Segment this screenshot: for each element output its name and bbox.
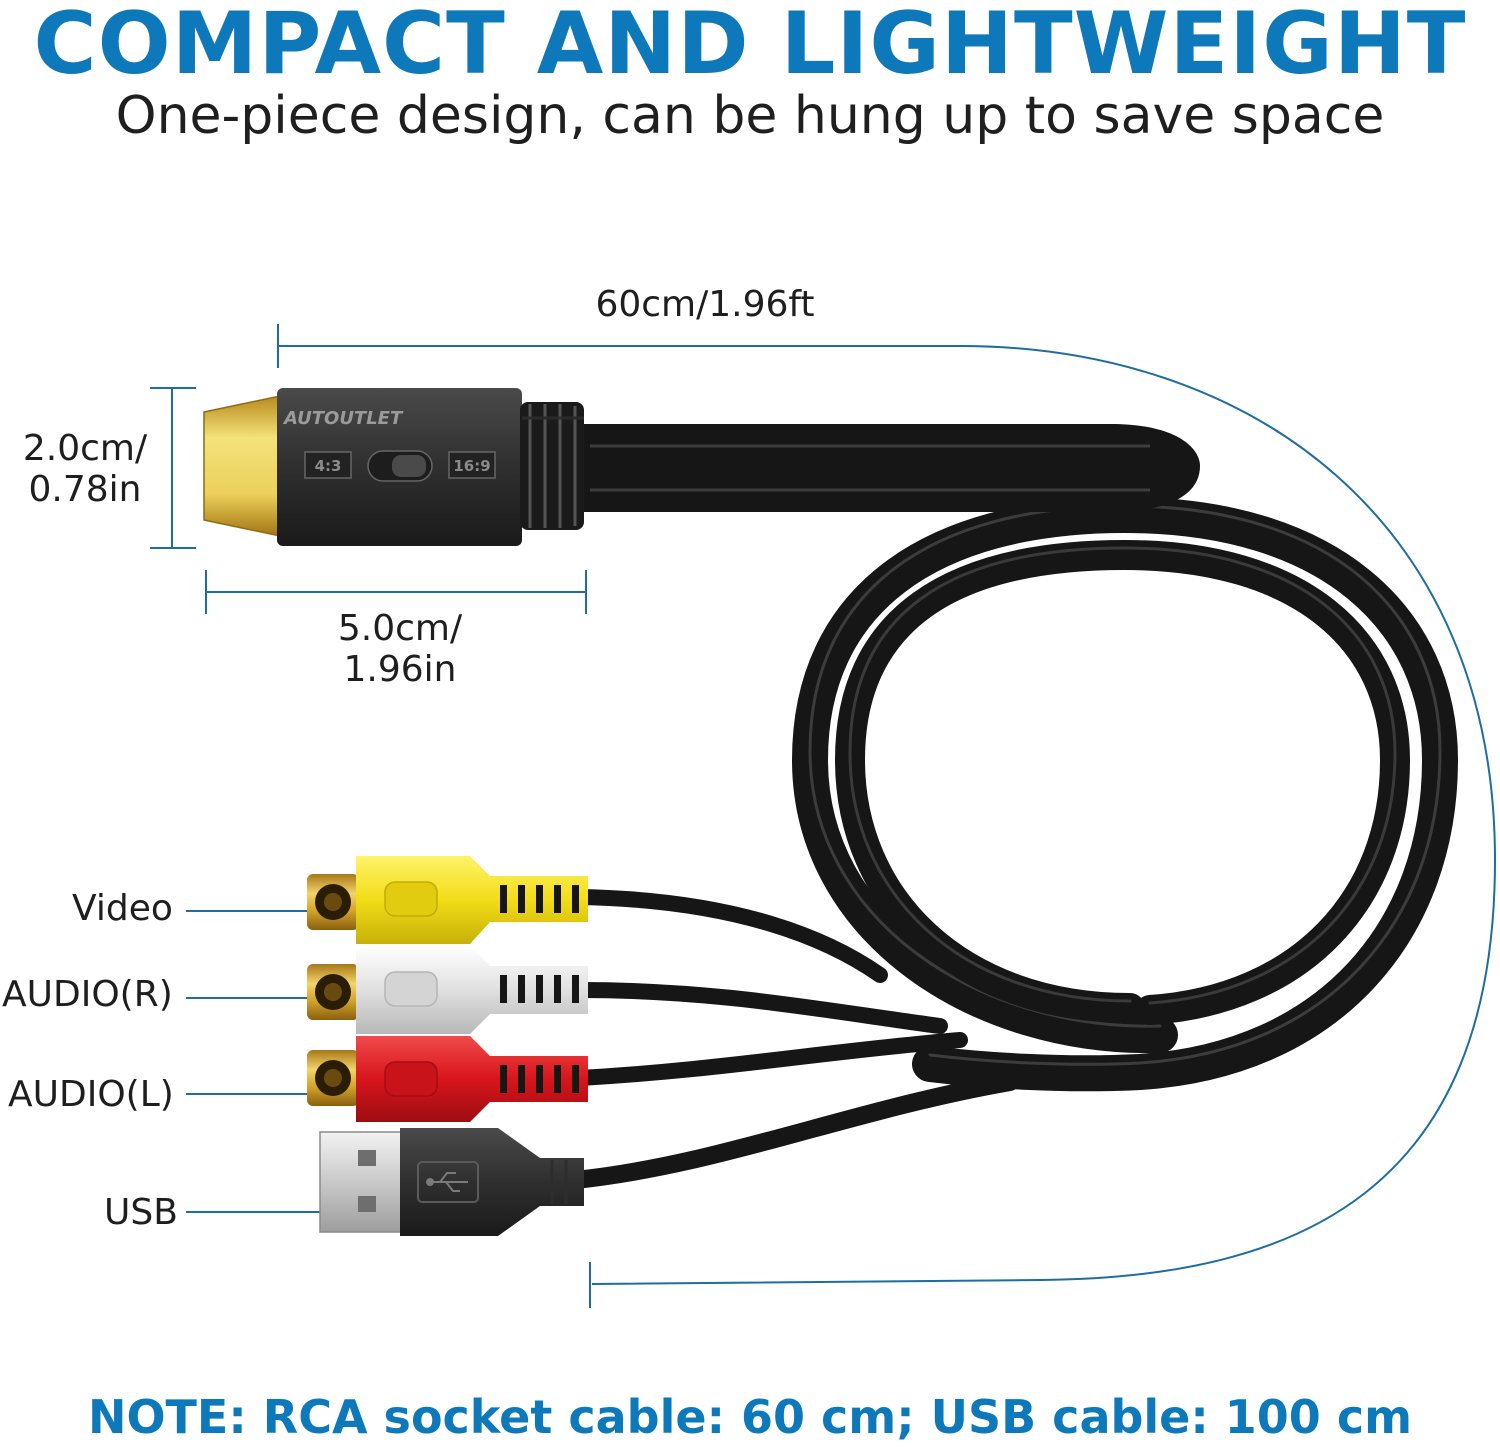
audio-r-rca-connector [307,946,588,1034]
strain-relief-ribs [522,404,584,528]
subheadline: One-piece design, can be hung up to save… [115,86,1385,146]
ratio-16-9-label: 16:9 [453,457,490,475]
strain-relief [520,402,584,530]
adapter-height-label: 2.0cm/ 0.78in [10,428,160,510]
length-measure-line [278,345,1497,1285]
main-cable [580,424,1200,512]
headline: COMPACT AND LIGHTWEIGHT [33,0,1467,94]
adapter-height-in: 0.78in [28,469,142,510]
usb-symbol-icon [426,1172,468,1192]
usb-connector [319,1128,584,1236]
usb-metal-plug [319,1131,405,1233]
video-label: Video [72,888,173,929]
audio-r-label: AUDIO(R) [2,974,173,1015]
hdmi-adapter: AUTOUTLET 4:3 16:9 [203,388,584,546]
ratio-4-3-label: 4:3 [315,457,342,475]
audio-l-label: AUDIO(L) [8,1074,174,1115]
split-cables [566,889,1019,1189]
adapter-height-cm: 2.0cm/ [22,428,148,469]
measure-lines [150,324,1497,1308]
cable-length-note: NOTE: RCA socket cable: 60 cm; USB cable… [87,1390,1413,1444]
adapter-width-in: 1.96in [343,649,457,690]
adapter-width-cm: 5.0cm/ [337,608,463,649]
cable-length-label: 60cm/1.96ft [595,284,815,325]
hdmi-plug [203,395,281,537]
adapter-width-label: 5.0cm/ 1.96in [300,608,500,690]
brand-logo: AUTOUTLET [282,408,404,429]
usb-label: USB [104,1192,178,1233]
cable-coil [791,496,1459,1092]
video-rca-connector [307,856,588,944]
audio-l-rca-connector [307,1036,588,1122]
